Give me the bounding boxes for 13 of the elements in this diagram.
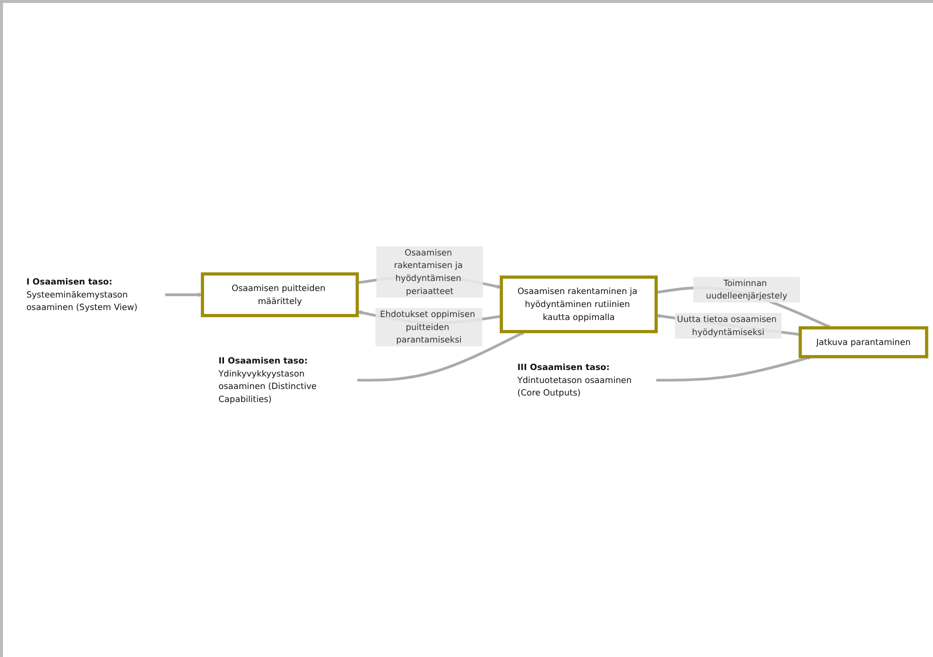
node-box: Osaamisen puitteiden määrittely [200, 272, 358, 318]
arrow [356, 331, 525, 382]
arrow [164, 292, 202, 298]
node-text: I Osaamisen taso: Systeeminäkemystason osaaminen (System View) [26, 276, 137, 312]
arrow [656, 356, 812, 382]
edge-label: Osaamisen rakentamisen ja hyödyntämisen periaatteet [393, 247, 462, 296]
edge-label: Toiminnan uudelleenjärjestely [705, 278, 787, 301]
node-box: Jatkuva parantaminen [798, 326, 928, 358]
node-text: II Osaamisen taso: Ydinkyvykkyystason osaaminen (Distinctive Capabilities) [218, 356, 316, 404]
node-box: Osaamisen rakentaminen ja hyödyntäminen rutiinien kautta oppimalla [499, 276, 658, 334]
edge-label: Ehdotukset oppimisen puitteiden parantamiseksi [379, 309, 475, 345]
edge-label: Uutta tietoa osaamisen hyödyntämiseksi [676, 314, 776, 337]
node-text: III Osaamisen taso: Ydintuotetason osaaminen (Core Outputs) [516, 362, 632, 398]
